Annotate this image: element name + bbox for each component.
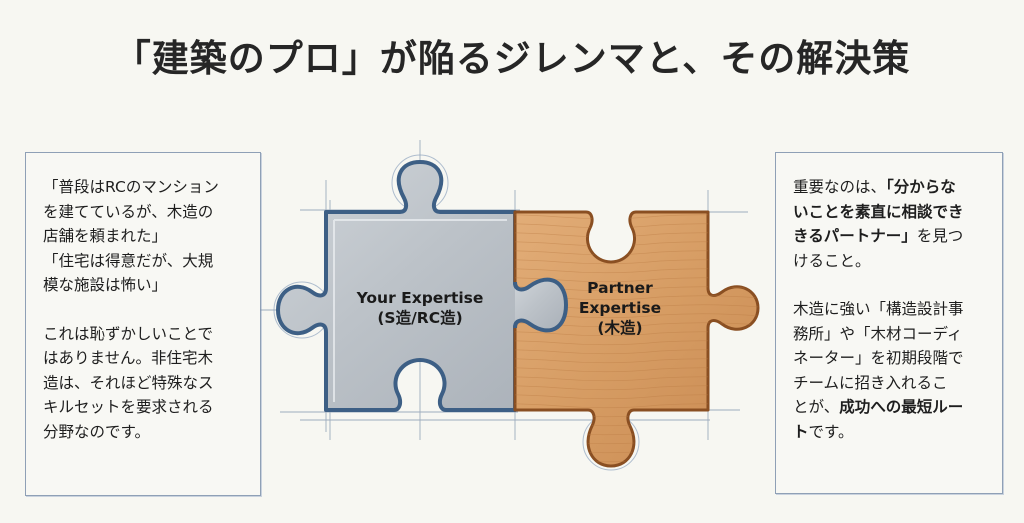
key-point-prefix: 重要なのは、 <box>793 178 887 196</box>
dilemma-panel: 「普段はRCのマンション を建てているが、木造の 店舗を頼まれた」 「住宅は得意… <box>25 152 261 496</box>
solution-panel: 重要なのは、「分からな いことを素直に相談でき きるパートナー」を見つ けること… <box>775 152 1003 494</box>
detail-prefix: 木造に強い「構造設計事 務所」や「木材コーディ ネーター」を初期段階で チームに… <box>793 300 964 416</box>
key-point-emphasis: 「分からな いことを素直に相談でき きるパートナー」 <box>793 178 964 245</box>
puzzle-diagram: Your Expertise (S造/RC造) Partner Expertis… <box>260 140 780 500</box>
solution-key-point: 重要なのは、「分からな いことを素直に相談でき きるパートナー」を見つ けること… <box>793 175 992 273</box>
key-point-suffix: を見つ けること。 <box>793 227 964 270</box>
detail-emphasis: 成功への最短ルー ト <box>793 398 964 441</box>
solution-detail: 木造に強い「構造設計事 務所」や「木材コーディ ネーター」を初期段階で チームに… <box>793 297 992 444</box>
dilemma-explanation: これは恥ずかしいことで はありません。非住宅木 造は、それほど特殊なス キルセッ… <box>43 324 214 441</box>
steel-piece-label: Your Expertise (S造/RC造) <box>356 289 484 327</box>
page-title: 「建築のプロ」が陥るジレンマと、その解決策 <box>113 36 911 80</box>
dilemma-quotes: 「普段はRCのマンション を建てているが、木造の 店舗を頼まれた」 「住宅は得意… <box>43 178 219 294</box>
detail-suffix: です。 <box>808 422 854 441</box>
wood-piece-label: Partner Expertise (木造) <box>578 279 662 337</box>
